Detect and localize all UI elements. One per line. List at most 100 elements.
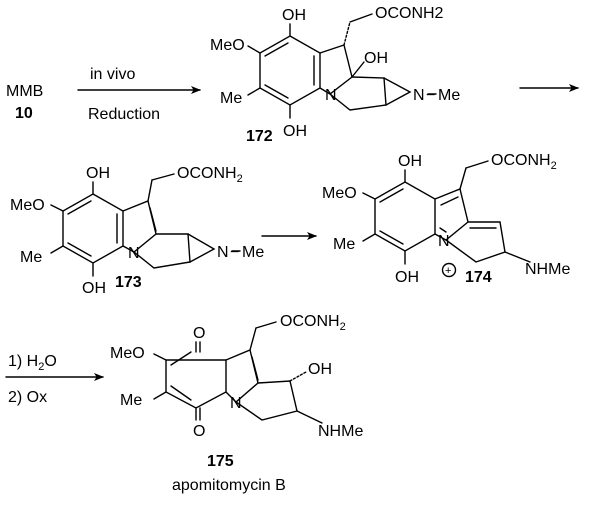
compound-172-bonds bbox=[247, 13, 437, 119]
c172-oh-bottom: OH bbox=[283, 123, 307, 140]
step4-condition-2: 2) Ox bbox=[8, 389, 47, 406]
c174-oh-top: OH bbox=[398, 153, 422, 170]
bond bbox=[151, 173, 175, 181]
hashed-bond bbox=[289, 371, 307, 382]
c172-n-me: Me bbox=[438, 87, 460, 104]
bond bbox=[249, 327, 257, 351]
c172-meo: MeO bbox=[210, 37, 245, 54]
benzene-ring bbox=[374, 181, 436, 252]
c175-nh-me: NHMe bbox=[318, 423, 363, 440]
c175-number: 175 bbox=[207, 453, 234, 470]
bond bbox=[349, 13, 373, 23]
double-bond bbox=[170, 351, 192, 366]
c174-meo: MeO bbox=[322, 185, 357, 202]
c175-oh-right: OH bbox=[308, 361, 332, 378]
pyrrolidine-ring bbox=[133, 233, 191, 269]
start-material-name: MMB bbox=[6, 83, 43, 100]
reaction-step-4: 1) H2O 2) Ox bbox=[5, 353, 104, 406]
c175-o-bottom: O bbox=[193, 423, 205, 440]
c174-oh-bottom: OH bbox=[395, 269, 419, 286]
benzene-ring bbox=[259, 35, 321, 106]
bond bbox=[255, 321, 277, 329]
c173-side-chain: OCONH2 bbox=[177, 165, 243, 185]
c172-side-chain: OCONH2 bbox=[375, 5, 444, 22]
double-bond bbox=[67, 242, 92, 257]
c174-me-left: Me bbox=[333, 236, 355, 253]
pyrrolidine-ring bbox=[235, 380, 298, 421]
double-bond bbox=[264, 84, 289, 99]
double-bond bbox=[379, 188, 404, 203]
start-material-number: 10 bbox=[15, 105, 33, 122]
c173-dash: − bbox=[230, 244, 239, 261]
compound-174-bonds bbox=[362, 160, 531, 265]
compound-172: OH OCONH2 MeO OH Me N N − Me OH 172 bbox=[210, 5, 460, 145]
c173-oh-bottom: OH bbox=[82, 280, 106, 297]
c175-side-chain: OCONH2 bbox=[280, 313, 346, 333]
bond bbox=[50, 204, 64, 212]
wedge-bond bbox=[351, 61, 365, 78]
c172-n-ring: N bbox=[325, 87, 337, 104]
wedge-bond bbox=[296, 410, 323, 424]
double-bond bbox=[67, 200, 92, 215]
compound-174: OH OCONH2 MeO Me N + OH NHMe 174 bbox=[322, 152, 570, 286]
c175-meo: MeO bbox=[110, 345, 145, 362]
double-bond bbox=[439, 227, 447, 233]
bond bbox=[362, 192, 376, 200]
step1-condition-below: Reduction bbox=[88, 106, 160, 123]
c173-n-aziridine: N bbox=[217, 244, 229, 261]
hashed-bond bbox=[343, 21, 351, 46]
benzene-ring bbox=[62, 193, 124, 264]
bond bbox=[465, 160, 489, 169]
aziridine-ring bbox=[187, 233, 216, 263]
c172-number: 172 bbox=[246, 128, 273, 145]
c174-plus: + bbox=[445, 265, 451, 277]
start-material: MMB 10 bbox=[6, 83, 43, 122]
compound-175-bonds bbox=[153, 321, 323, 424]
c173-meo: MeO bbox=[10, 197, 45, 214]
c173-n-me: Me bbox=[242, 244, 264, 261]
bond bbox=[459, 167, 467, 190]
c175-o-top: O bbox=[193, 325, 205, 342]
bond bbox=[247, 87, 261, 96]
c172-oh-top: OH bbox=[282, 7, 306, 24]
pyrrolidine-ring bbox=[329, 76, 387, 111]
compound-173-bonds bbox=[50, 173, 241, 277]
c175-me-left: Me bbox=[120, 392, 142, 409]
double-bond bbox=[251, 356, 259, 381]
c174-nh-me: NHMe bbox=[525, 261, 570, 278]
c174-n-ring: N bbox=[438, 233, 450, 250]
compound-173: OH OCONH2 MeO Me N N − Me OH 173 bbox=[10, 165, 264, 297]
c174-number: 174 bbox=[465, 269, 492, 286]
bond bbox=[153, 391, 167, 400]
aziridine-ring bbox=[383, 77, 412, 106]
step1-condition-above: in vivo bbox=[90, 66, 135, 83]
double-bond bbox=[440, 196, 459, 206]
bond bbox=[362, 233, 376, 242]
compound-175: O OCONH2 MeO OH Me N O NHMe 175 apomitom… bbox=[110, 313, 363, 494]
reaction-step-1: in vivo Reduction bbox=[77, 66, 201, 123]
step4-condition-1: 1) H2O bbox=[8, 353, 57, 373]
bond bbox=[247, 45, 261, 54]
bond bbox=[50, 245, 64, 254]
bond bbox=[147, 179, 153, 202]
c172-me-left: Me bbox=[220, 90, 242, 107]
double-bond bbox=[264, 42, 289, 57]
c173-number: 173 bbox=[115, 274, 142, 291]
positive-charge-icon bbox=[441, 262, 457, 278]
double-bond bbox=[379, 230, 404, 245]
c173-me-left: Me bbox=[20, 249, 42, 266]
c175-name: apomitomycin B bbox=[172, 477, 286, 494]
c175-n-ring: N bbox=[230, 395, 242, 412]
c172-dash: − bbox=[426, 87, 435, 104]
c172-n-aziridine: N bbox=[413, 87, 425, 104]
double-bond bbox=[170, 385, 192, 401]
wedge-bond bbox=[504, 251, 531, 263]
double-bond bbox=[149, 207, 157, 232]
c173-oh-top: OH bbox=[86, 165, 110, 182]
bond bbox=[153, 353, 167, 361]
c172-oh-bridge: OH bbox=[364, 50, 388, 67]
quinone-ring bbox=[165, 359, 227, 409]
c174-side-chain: OCONH2 bbox=[491, 152, 557, 172]
c173-n-ring: N bbox=[128, 245, 140, 262]
